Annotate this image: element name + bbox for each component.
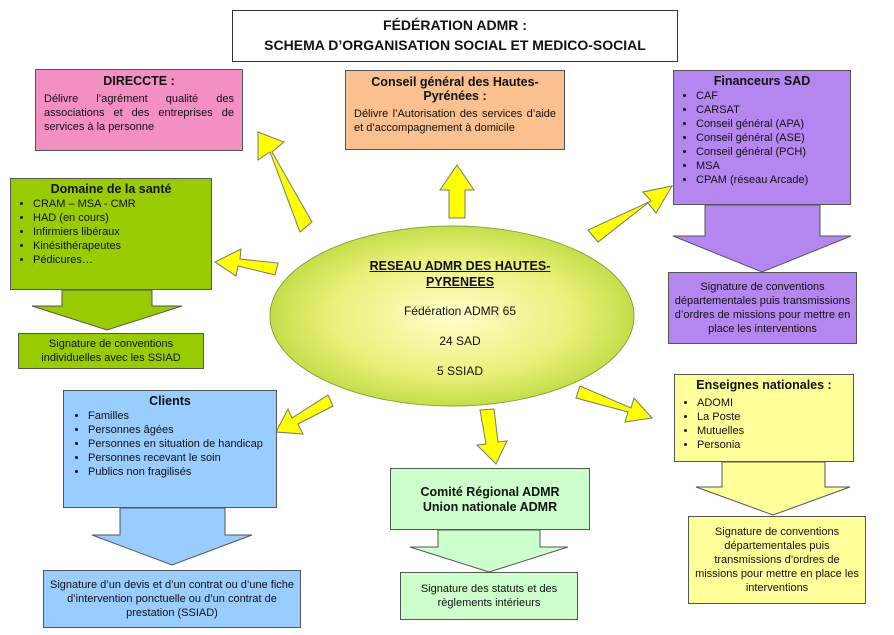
list-item: MSA [696,159,844,173]
conseil-text: Délivre l’Autorisation des services d’ai… [354,108,556,134]
clients-list: Familles Personnes âgées Personnes en si… [72,409,268,479]
list-item: Infirmiers libéraux [33,225,205,239]
list-item: CARSAT [696,103,844,117]
financeurs-title: Financeurs SAD [713,74,811,88]
direccte-box: DIRECCTE : Délivre l’agrément qualité de… [35,69,243,151]
sante-box: Domaine de la santé CRAM – MSA - CMR HAD… [10,178,212,290]
list-item: Personnes âgées [88,423,268,437]
financeurs-box: Financeurs SAD CAF CARSAT Conseil généra… [673,70,851,205]
list-item: HAD (en cours) [33,211,205,225]
comite-box: Comité Régional ADMR Union nationale ADM… [390,468,590,530]
enseignes-box: Enseignes nationales : ADOMI La Poste Mu… [674,374,854,462]
center-ellipse [269,225,635,407]
sante-note: Signature de conventions individuelles a… [18,333,204,369]
financeurs-down-arrow [672,204,852,273]
title-box: FÉDÉRATION ADMR : SCHEMA D’ORGANISATION … [232,10,678,62]
comite-note: Signature des statuts et des règlements … [400,572,578,620]
arrow-to-direccte [257,131,313,233]
list-item: Mutuelles [697,424,847,438]
financeurs-note: Signature de conventions départementales… [668,272,857,344]
list-item: Pédicures… [33,253,205,267]
title-line2: SCHEMA D’ORGANISATION SOCIAL ET MEDICO-S… [264,37,646,53]
list-item: La Poste [697,410,847,424]
sante-list: CRAM – MSA - CMR HAD (en cours) Infirmie… [17,197,205,267]
list-item: Personnes en situation de handicap [88,437,268,451]
direccte-title: DIRECCTE : [103,74,175,88]
clients-box: Clients Familles Personnes âgées Personn… [63,390,277,508]
center-title: RESEAU ADMR DES HAUTES- PYRENEES [369,259,551,289]
arrow-to-financeurs [587,185,674,243]
clients-note: Signature d’un devis et d’un contrat ou … [43,570,301,628]
enseignes-title: Enseignes nationales : [696,378,832,392]
enseignes-down-arrow [695,461,851,516]
conseil-title: Conseil général des Hautes-Pyrénées : [371,75,539,103]
list-item: Personia [697,438,847,452]
financeurs-list: CAF CARSAT Conseil général (APA) Conseil… [680,89,844,187]
direccte-text: Délivre l’agrément qualité des associati… [44,93,234,133]
list-item: Familles [88,409,268,423]
list-item: CAF [696,89,844,103]
list-item: Publics non fragilisés [88,465,268,479]
center-federation: Fédération ADMR 65 [403,304,517,318]
arrow-to-sante [214,248,279,277]
list-item: Conseil général (PCH) [696,145,844,159]
center-text: RESEAU ADMR DES HAUTES- PYRENEES Fédérat… [300,258,620,394]
title-line1: FÉDÉRATION ADMR : [383,17,527,33]
list-item: ADOMI [697,396,847,410]
conseil-box: Conseil général des Hautes-Pyrénées : Dé… [345,70,565,150]
clients-title: Clients [149,394,191,408]
radial-arrows [214,131,674,465]
comite-title-line1: Comité Régional ADMR [420,485,560,499]
enseignes-list: ADOMI La Poste Mutuelles Personia [681,396,847,452]
list-item: Personnes recevant le soin [88,451,268,465]
sante-title: Domaine de la santé [50,182,172,196]
comite-down-arrow [409,529,569,573]
list-item: CPAM (réseau Arcade) [696,173,844,187]
center-ssiad: 5 SSIAD [436,364,484,378]
clients-down-arrow [91,507,253,566]
list-item: Conseil général (APA) [696,117,844,131]
arrow-to-comite [475,408,508,465]
enseignes-note: Signature de conventions départementales… [688,516,866,604]
arrow-to-conseil [439,164,475,219]
list-item: Conseil général (ASE) [696,131,844,145]
center-sad: 24 SAD [439,334,481,348]
comite-title-line2: Union nationale ADMR [422,500,558,514]
list-item: Kinésithérapeutes [33,239,205,253]
arrow-to-clients [275,394,334,435]
sante-down-arrow [31,289,183,331]
arrow-to-enseignes [575,385,653,423]
list-item: CRAM – MSA - CMR [33,197,205,211]
